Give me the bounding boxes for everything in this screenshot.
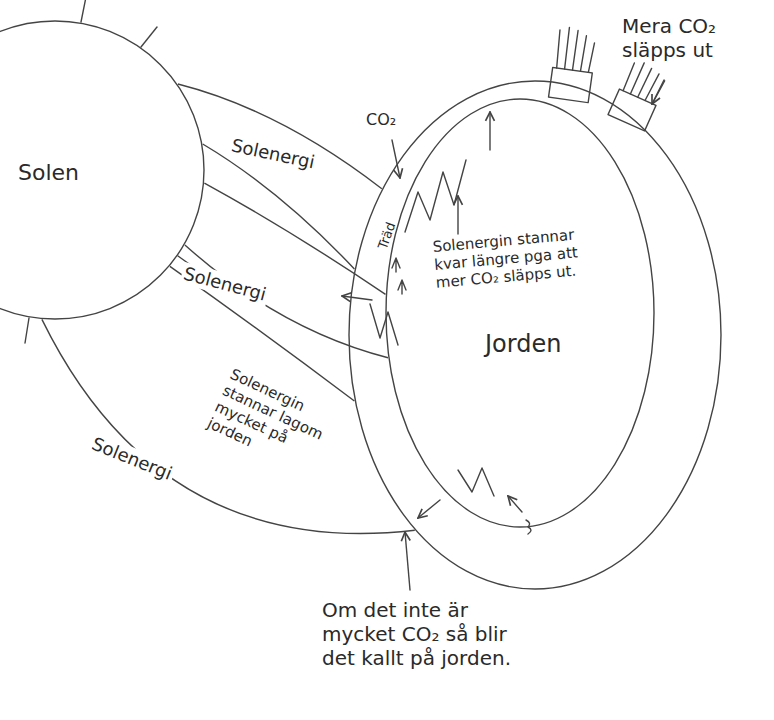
node-title: Jorden: [485, 330, 595, 359]
outline-shape: [349, 81, 721, 589]
note-label: Om det inte är mycket CO₂ så blir det ka…: [322, 598, 532, 670]
heat-arrow: [418, 500, 440, 518]
energy-band: [178, 84, 382, 269]
smoke-line: [555, 30, 562, 68]
heat-arrow: [342, 296, 372, 300]
outline-shape: [0, 21, 204, 319]
heat-zigzag: [370, 304, 398, 345]
factory: [549, 26, 599, 103]
band-edge: [42, 319, 415, 533]
note-label: Träd: [371, 210, 403, 262]
smoke-line: [652, 80, 664, 105]
outline-shape: [386, 99, 654, 527]
earth-ellipse: Jorden Solenergin stannar kvar längre pga…: [385, 98, 655, 528]
band-edge: [178, 84, 382, 189]
note-arrow: [405, 532, 410, 590]
edge-label: Solenergi: [87, 432, 177, 485]
pointer-arrow: [457, 196, 458, 234]
factory: [608, 58, 670, 131]
factory-body: [608, 89, 656, 131]
sun-ray: [141, 27, 157, 47]
heat-zigzag: [458, 468, 494, 496]
tree-symbol: [392, 258, 400, 272]
co2-arrow: [652, 80, 664, 104]
sun-ray: [81, 0, 86, 22]
smoke-line: [588, 43, 594, 73]
heat-arrow: [508, 496, 522, 512]
tree-symbol: [398, 280, 406, 294]
node-title: Solen: [18, 160, 108, 186]
node-note: Solenergin stannar kvar längre pga att m…: [432, 224, 594, 292]
heat-arrow: [489, 112, 490, 150]
edge-label: Solenergi: [228, 134, 319, 174]
outline: [385, 98, 655, 528]
atmosphere-ellipse: Solenergin stannar lagom mycket på jorde…: [348, 80, 722, 590]
sun-circle: Solen: [0, 20, 205, 320]
smoke-line: [573, 31, 579, 71]
smoke-line: [580, 36, 586, 72]
energy-band: [42, 266, 415, 533]
heat-zigzag: [405, 160, 466, 232]
smoke-line: [564, 27, 571, 69]
co2-arrow: [392, 140, 400, 178]
node-title: Solenergin stannar lagom mycket på jorde…: [205, 365, 342, 480]
edge-label: Solenergi: [179, 262, 270, 306]
smoke-line: [645, 73, 659, 101]
note-label: Mera CO₂ släpps ut: [622, 14, 770, 62]
note-label: CO₂: [366, 110, 426, 129]
sun-ray: [25, 318, 29, 343]
